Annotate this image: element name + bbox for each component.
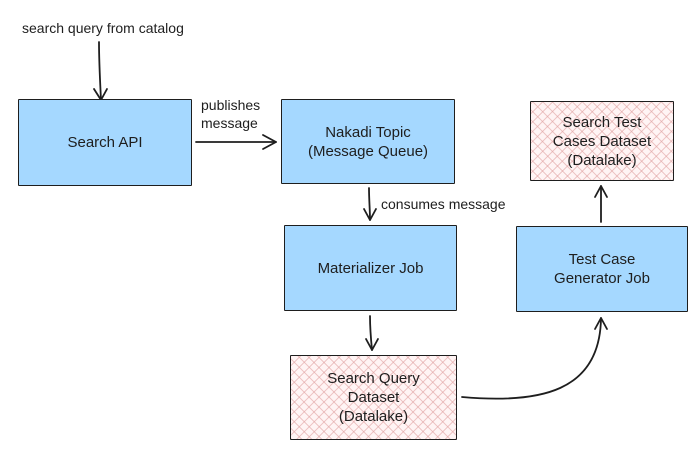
- node-test-case-generator-job: Test Case Generator Job: [516, 226, 688, 312]
- arrow-nakadi-to-materializer: [368, 187, 371, 221]
- node-search-api: Search API: [18, 99, 192, 186]
- node-test-case-generator-job-label: Test Case Generator Job: [554, 251, 650, 287]
- arrow-search-api-to-nakadi-head: [262, 134, 277, 150]
- node-search-test-cases-dataset-label: Search Test Cases Dataset (Datalake): [552, 113, 652, 169]
- node-materializer-job-label: Materializer Job: [317, 259, 424, 277]
- node-search-query-dataset: Search Query Dataset (Datalake): [290, 355, 457, 440]
- node-materializer-job: Materializer Job: [284, 225, 457, 311]
- arrow-query-dataset-to-generator-head: [594, 317, 608, 330]
- node-search-api-label: Search API: [67, 134, 143, 151]
- node-nakadi-topic: Nakadi Topic (Message Queue): [281, 99, 455, 184]
- node-nakadi-topic-label: Nakadi Topic (Message Queue): [307, 123, 429, 160]
- arrow-input-to-search-api: [98, 41, 102, 101]
- node-search-test-cases-dataset: Search Test Cases Dataset (Datalake): [530, 101, 674, 181]
- arrow-generator-to-test-dataset-head: [594, 185, 608, 198]
- edge-label-publishes: publishes message: [201, 97, 261, 131]
- edge-label-consumes: consumes message: [381, 196, 506, 212]
- arrow-nakadi-to-materializer-head: [363, 208, 377, 221]
- arrow-materializer-to-query-dataset: [369, 315, 373, 351]
- arrow-materializer-to-query-dataset-head: [365, 338, 379, 351]
- node-search-query-dataset-label: Search Query Dataset (Datalake): [327, 370, 420, 425]
- arrow-query-dataset-to-generator: [461, 317, 602, 400]
- edge-label-input: search query from catalog: [22, 20, 184, 36]
